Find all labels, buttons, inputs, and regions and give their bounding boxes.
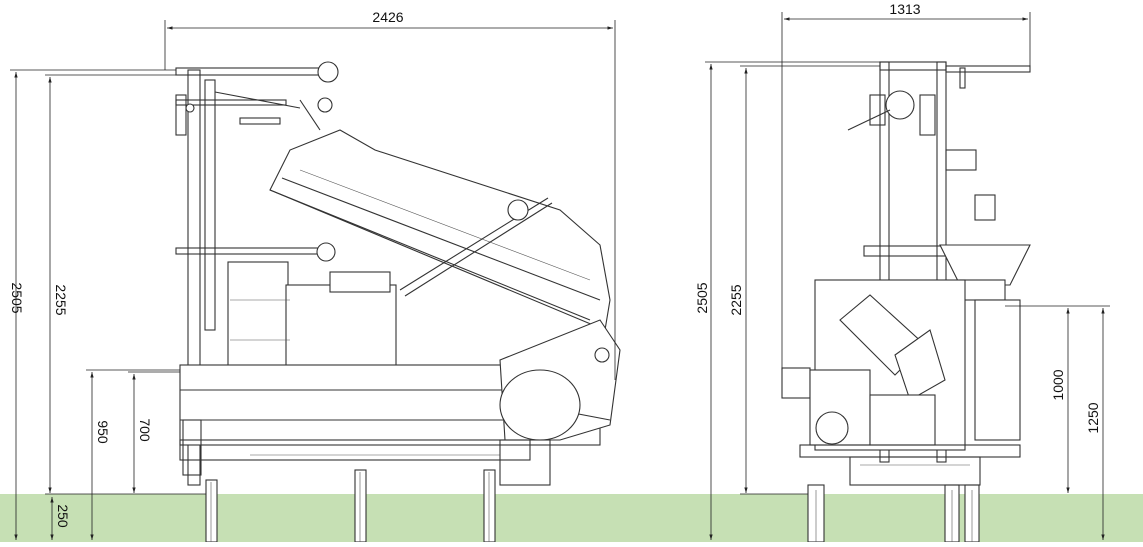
side-width-label: 2426: [372, 9, 403, 25]
dim-rear-frame-height: 2255: [728, 65, 880, 495]
dim-rear-outlet-height: 1000: [1005, 305, 1110, 493]
side-overall-height-label: 2505: [9, 282, 25, 313]
dim-side-width: 2426: [164, 9, 616, 380]
dim-side-ground-clearance: 250: [50, 497, 71, 540]
side-table-height-label: 700: [137, 418, 153, 442]
side-feed-height-label: 950: [95, 420, 111, 444]
dim-side-frame-height: 2255: [45, 74, 206, 495]
dim-side-table-height: 700: [128, 371, 180, 493]
rear-frame-height-label: 2255: [728, 284, 744, 315]
dim-side-feed-height: 950: [86, 369, 180, 540]
rear-hopper-height-label: 1250: [1085, 402, 1101, 433]
dim-rear-hopper-height: 1250: [1085, 308, 1105, 540]
rear-outlet-height-label: 1000: [1050, 369, 1066, 400]
dim-rear-overall-height: 2505: [694, 61, 880, 540]
side-view-machine: [175, 61, 621, 543]
dim-side-overall-height: 2505: [9, 69, 176, 540]
dim-rear-width: 1313: [781, 1, 1031, 370]
rear-view-machine: [781, 61, 1031, 543]
side-frame-height-label: 2255: [53, 284, 69, 315]
rear-overall-height-label: 2505: [694, 282, 710, 313]
side-ground-clearance-label: 250: [55, 504, 71, 528]
rear-width-label: 1313: [889, 1, 920, 17]
